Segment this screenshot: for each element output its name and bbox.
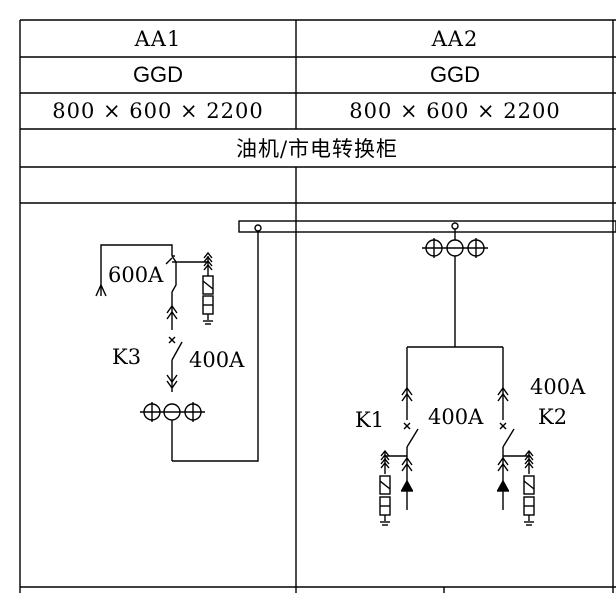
k2-name-label: K2 bbox=[538, 405, 567, 429]
k2-rating-label: 400A bbox=[530, 375, 586, 399]
col1-dimensions: 800 × 600 × 2200 bbox=[52, 99, 264, 123]
aa1-breaker-rating-label: 400A bbox=[189, 348, 245, 372]
aa1-breaker-name-label: K3 bbox=[112, 345, 141, 369]
table-grid bbox=[19, 19, 616, 593]
col1-id: AA1 bbox=[134, 26, 182, 51]
col1-type: GGD bbox=[132, 62, 184, 87]
k1-name-label: K1 bbox=[355, 408, 384, 432]
k1-rating-label: 400A bbox=[428, 405, 484, 429]
col2-type: GGD bbox=[429, 62, 481, 87]
aa2-circuit bbox=[379, 229, 535, 526]
col2-dimensions: 800 × 600 × 2200 bbox=[349, 99, 561, 123]
cabinet-description: 油机/市电转换柜 bbox=[235, 137, 399, 161]
aa1-circuit bbox=[95, 232, 259, 462]
aa1-main-rating-label: 600A bbox=[108, 263, 164, 287]
col2-id: AA2 bbox=[431, 26, 479, 51]
